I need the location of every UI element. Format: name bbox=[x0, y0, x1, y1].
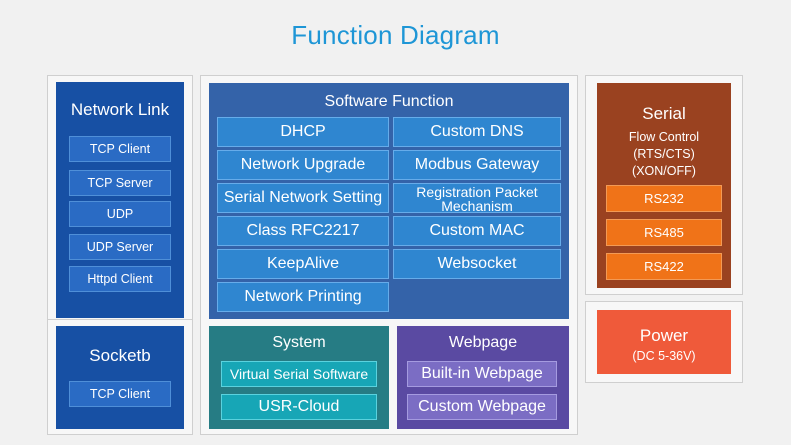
software-function-item: Websocket bbox=[393, 249, 561, 279]
network-link-item: TCP Client bbox=[69, 136, 171, 162]
serial-flow-line: (XON/OFF) bbox=[632, 164, 696, 178]
serial-item-rs232: RS232 bbox=[606, 185, 722, 212]
network-link-item: TCP Server bbox=[69, 170, 171, 196]
network-link-item: Httpd Client bbox=[69, 266, 171, 292]
webpage-box: Webpage Built-in Webpage Custom Webpage bbox=[397, 326, 569, 429]
power-subtitle: (DC 5-36V) bbox=[632, 349, 696, 363]
power-title: Power bbox=[639, 326, 689, 345]
software-function-item: Network Upgrade bbox=[217, 150, 389, 180]
serial-flow-control: Flow Control (RTS/CTS) (XON/OFF) bbox=[597, 129, 731, 180]
serial-flow-line: (RTS/CTS) bbox=[633, 147, 695, 161]
software-function-item: Custom DNS bbox=[393, 117, 561, 147]
software-function-item: Network Printing bbox=[217, 282, 389, 312]
serial-item-rs485: RS485 bbox=[606, 219, 722, 246]
software-function-item-line: Mechanism bbox=[441, 198, 513, 214]
software-function-title: Software Function bbox=[324, 93, 454, 110]
system-box: System Virtual Serial Software USR-Cloud bbox=[209, 326, 389, 429]
software-function-item: KeepAlive bbox=[217, 249, 389, 279]
diagram-title: Function Diagram bbox=[291, 20, 500, 50]
serial-flow-line: Flow Control bbox=[628, 130, 700, 144]
software-function-item: Class RFC2217 bbox=[217, 216, 389, 246]
webpage-item: Built-in Webpage bbox=[407, 361, 557, 387]
serial-box: Serial Flow Control (RTS/CTS) (XON/OFF) … bbox=[597, 83, 731, 288]
network-link-title: Network Link bbox=[70, 100, 170, 119]
software-function-item: DHCP bbox=[217, 117, 389, 147]
software-function-item-line: Registration Packet bbox=[416, 184, 538, 200]
socketb-item: TCP Client bbox=[69, 381, 171, 407]
software-function-box: Software Function DHCP Network Upgrade S… bbox=[209, 83, 569, 319]
webpage-title: Webpage bbox=[448, 334, 518, 351]
software-function-item: Modbus Gateway bbox=[393, 150, 561, 180]
network-link-box: Network Link TCP Client TCP Server UDP U… bbox=[56, 82, 184, 318]
software-function-item: Custom MAC bbox=[393, 216, 561, 246]
power-box: Power (DC 5-36V) bbox=[597, 310, 731, 374]
serial-title: Serial bbox=[642, 104, 686, 123]
network-link-item: UDP Server bbox=[69, 234, 171, 260]
network-link-item: UDP bbox=[69, 201, 171, 227]
software-function-item: Registration Packet Mechanism bbox=[393, 183, 561, 213]
system-item: Virtual Serial Software bbox=[221, 361, 377, 387]
socketb-title: Socketb bbox=[89, 346, 151, 365]
system-item: USR-Cloud bbox=[221, 394, 377, 420]
socketb-box: Socketb TCP Client bbox=[56, 326, 184, 429]
system-title: System bbox=[272, 334, 326, 351]
software-function-item: Serial Network Setting bbox=[217, 183, 389, 213]
webpage-item: Custom Webpage bbox=[407, 394, 557, 420]
serial-item-rs422: RS422 bbox=[606, 253, 722, 280]
